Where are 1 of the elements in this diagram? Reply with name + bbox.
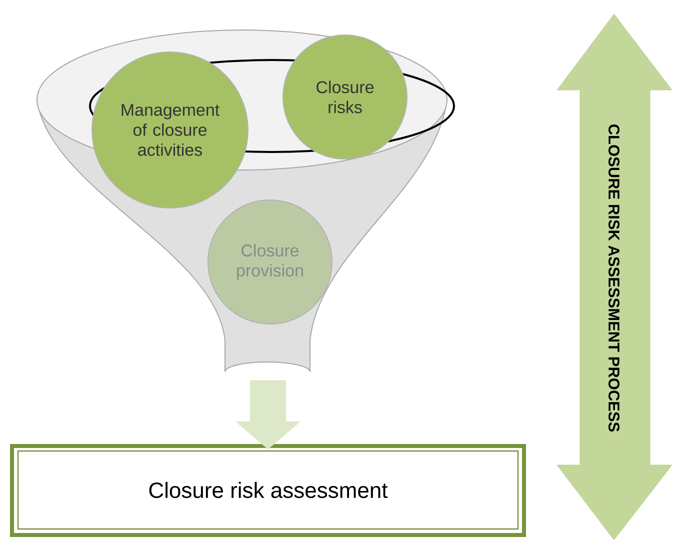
- text-box: Closure risk assessment: [10, 444, 526, 537]
